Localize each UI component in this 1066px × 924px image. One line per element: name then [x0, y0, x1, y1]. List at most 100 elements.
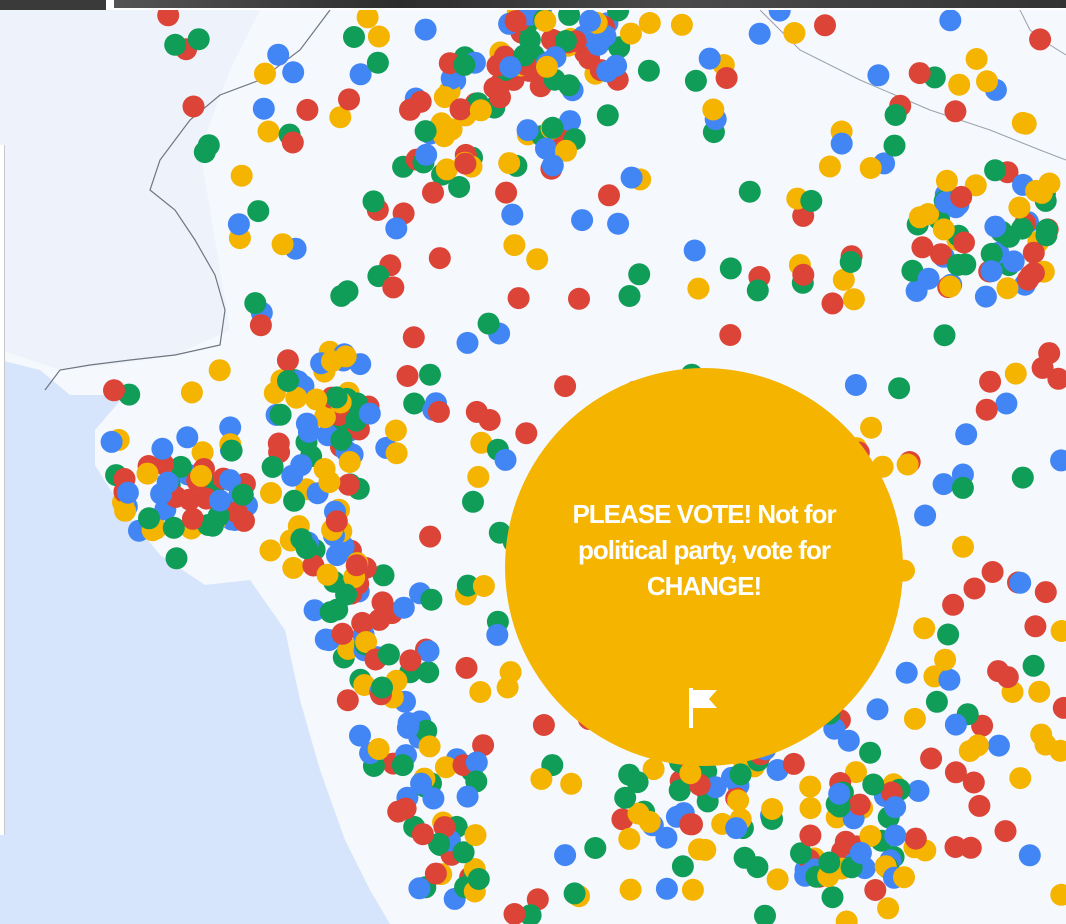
vote-marker[interactable]	[282, 61, 305, 84]
vote-marker[interactable]	[839, 251, 862, 273]
vote-marker[interactable]	[980, 242, 1003, 265]
vote-marker[interactable]	[219, 469, 241, 492]
vote-marker[interactable]	[156, 471, 179, 494]
vote-marker[interactable]	[944, 100, 967, 123]
vote-marker[interactable]	[281, 131, 304, 154]
vote-marker[interactable]	[220, 439, 243, 462]
vote-marker[interactable]	[326, 544, 348, 567]
vote-marker[interactable]	[116, 481, 139, 504]
vote-marker[interactable]	[526, 248, 549, 271]
vote-marker[interactable]	[285, 386, 308, 409]
vote-marker[interactable]	[844, 374, 867, 396]
vote-marker[interactable]	[1034, 581, 1057, 604]
vote-marker[interactable]	[1038, 342, 1061, 365]
vote-marker[interactable]	[403, 392, 426, 415]
vote-marker[interactable]	[164, 33, 187, 56]
vote-marker[interactable]	[276, 349, 299, 372]
vote-marker[interactable]	[151, 437, 174, 460]
vote-marker[interactable]	[535, 137, 557, 160]
vote-marker[interactable]	[896, 453, 919, 476]
vote-marker[interactable]	[698, 47, 721, 70]
vote-marker[interactable]	[954, 253, 977, 276]
vote-marker[interactable]	[169, 455, 192, 478]
vote-marker[interactable]	[554, 375, 577, 398]
vote-marker[interactable]	[626, 771, 649, 794]
vote-marker[interactable]	[895, 661, 918, 684]
vote-marker[interactable]	[330, 428, 353, 451]
vote-marker[interactable]	[420, 588, 443, 611]
vote-marker[interactable]	[470, 431, 493, 454]
vote-marker[interactable]	[729, 763, 752, 786]
vote-marker[interactable]	[1011, 466, 1034, 489]
vote-marker[interactable]	[571, 209, 594, 232]
vote-marker[interactable]	[411, 823, 434, 846]
vote-marker[interactable]	[260, 482, 282, 504]
vote-marker[interactable]	[178, 488, 201, 511]
vote-marker[interactable]	[371, 676, 393, 699]
vote-marker[interactable]	[981, 561, 1004, 583]
vote-marker[interactable]	[501, 203, 524, 226]
vote-marker[interactable]	[227, 213, 250, 236]
vote-marker[interactable]	[618, 827, 641, 850]
vote-marker[interactable]	[980, 260, 1003, 283]
vote-marker[interactable]	[259, 539, 282, 562]
vote-marker[interactable]	[271, 233, 294, 256]
vote-marker[interactable]	[883, 134, 906, 157]
vote-marker[interactable]	[465, 751, 488, 774]
vote-marker[interactable]	[382, 276, 405, 299]
vote-marker[interactable]	[410, 772, 433, 795]
vote-marker[interactable]	[1009, 571, 1032, 594]
vote-marker[interactable]	[435, 158, 458, 181]
vote-marker[interactable]	[792, 263, 815, 286]
vote-marker[interactable]	[469, 681, 492, 703]
vote-marker[interactable]	[837, 729, 860, 752]
vote-marker[interactable]	[687, 277, 710, 300]
vote-marker[interactable]	[181, 507, 204, 530]
vote-marker[interactable]	[409, 90, 432, 113]
vote-marker[interactable]	[399, 649, 422, 672]
vote-marker[interactable]	[683, 239, 706, 262]
vote-marker[interactable]	[1024, 615, 1047, 638]
vote-marker[interactable]	[424, 862, 447, 885]
vote-marker[interactable]	[1030, 723, 1053, 746]
vote-marker[interactable]	[325, 510, 348, 533]
vote-marker[interactable]	[987, 734, 1010, 757]
vote-marker[interactable]	[321, 350, 343, 373]
vote-marker[interactable]	[1029, 28, 1052, 51]
vote-marker[interactable]	[448, 176, 471, 198]
vote-marker[interactable]	[725, 817, 748, 840]
vote-marker[interactable]	[738, 180, 761, 203]
vote-marker[interactable]	[867, 64, 890, 87]
vote-marker[interactable]	[313, 458, 336, 480]
vote-marker[interactable]	[422, 787, 445, 810]
vote-marker[interactable]	[684, 69, 707, 92]
vote-marker[interactable]	[884, 796, 907, 819]
vote-marker[interactable]	[453, 53, 476, 76]
vote-marker[interactable]	[877, 897, 900, 920]
vote-marker[interactable]	[433, 86, 456, 109]
vote-marker[interactable]	[418, 735, 441, 758]
vote-marker[interactable]	[277, 370, 299, 392]
vote-marker[interactable]	[679, 813, 702, 836]
vote-marker[interactable]	[358, 402, 381, 425]
vote-marker[interactable]	[939, 10, 962, 32]
vote-marker[interactable]	[261, 456, 284, 478]
vote-marker[interactable]	[498, 152, 521, 175]
vote-marker[interactable]	[932, 473, 955, 496]
vote-marker[interactable]	[935, 169, 958, 192]
vote-marker[interactable]	[950, 185, 973, 208]
vote-marker[interactable]	[929, 243, 952, 266]
vote-marker[interactable]	[1018, 844, 1041, 867]
vote-marker[interactable]	[338, 88, 360, 111]
vote-marker[interactable]	[417, 661, 440, 684]
vote-marker[interactable]	[951, 476, 974, 499]
vote-marker[interactable]	[283, 489, 306, 512]
vote-marker[interactable]	[1019, 264, 1042, 287]
vote-marker[interactable]	[607, 10, 630, 22]
vote-marker[interactable]	[554, 844, 577, 867]
vote-marker[interactable]	[944, 761, 967, 784]
vote-marker[interactable]	[974, 285, 997, 308]
vote-marker[interactable]	[821, 886, 844, 909]
vote-marker[interactable]	[377, 643, 400, 666]
vote-marker[interactable]	[486, 623, 509, 646]
